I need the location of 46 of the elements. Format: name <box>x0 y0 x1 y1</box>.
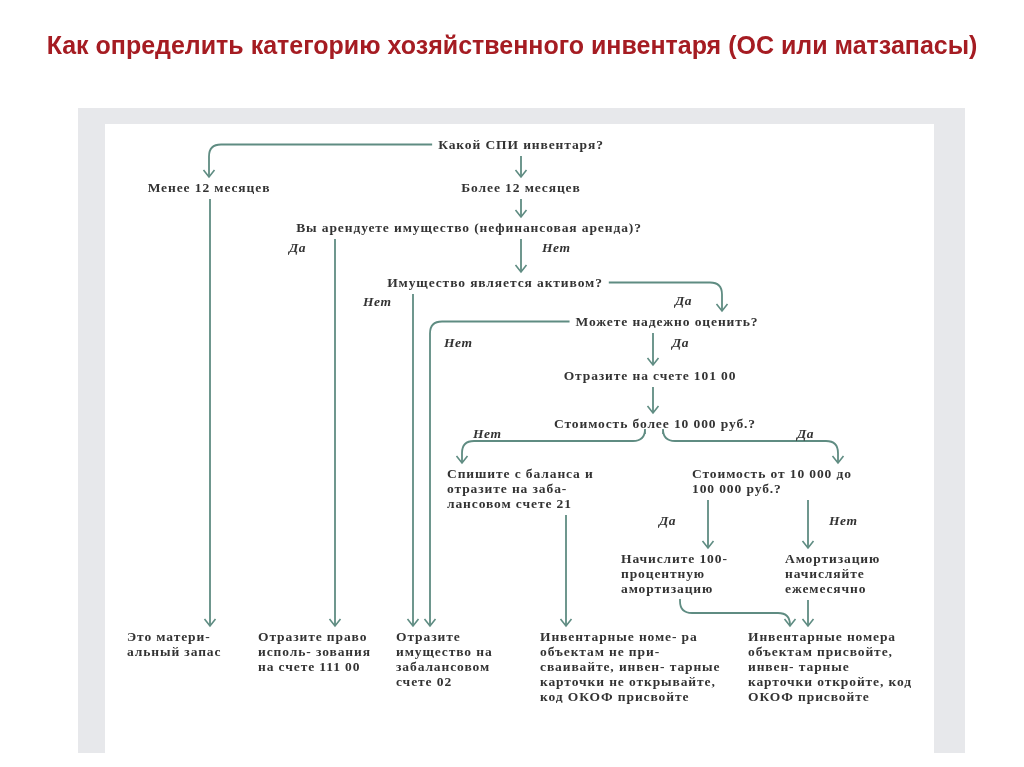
arrow <box>203 198 217 627</box>
arrow <box>328 238 342 627</box>
arrow <box>801 599 815 627</box>
arrow <box>607 281 729 312</box>
arrow <box>679 598 797 627</box>
edge-label: Да <box>659 513 677 529</box>
arrow <box>662 428 845 464</box>
arrow <box>646 332 660 366</box>
arrow <box>202 143 434 178</box>
step-text: Стоимость от 10 000 до 100 000 руб.? <box>692 466 872 496</box>
arrow <box>559 514 573 627</box>
arrow <box>423 320 571 627</box>
diagram-title: Как определить категорию хозяйственного инвентаря (ОС или матзапасы) <box>45 30 979 61</box>
arrow <box>406 293 420 627</box>
step-text: Спишите с баланса и отразите на заба- лансовом счете 21 <box>447 466 621 511</box>
step-text: Менее 12 месяцев <box>147 180 271 195</box>
edge-label: Да <box>672 335 690 351</box>
step-text: Инвентарные номе- ра объектам не при- сваивайте, инвен- тарные карточки не открывайте, код ОКОФ присвойте <box>540 629 726 704</box>
step-text: Какой СПИ инвентаря? <box>438 137 604 152</box>
arrow <box>514 198 528 218</box>
step-text: Имущество является активом? <box>387 275 603 290</box>
step-text: Амортизацию начисляйте ежемесячно <box>785 551 919 596</box>
arrow <box>801 499 815 549</box>
edge-label: Да <box>289 240 307 256</box>
step-text: Отразите на счете 101 00 <box>563 368 737 383</box>
step-text: Вы арендуете имущество (нефинансовая аренда)? <box>296 220 642 235</box>
step-text: Отразите имущество на забалансовом счете 02 <box>396 629 526 689</box>
step-text: Можете надежно оценить? <box>575 314 759 329</box>
arrow <box>455 428 646 464</box>
step-text: Инвентарные номера объектам присвойте, инвен- тарные карточки откройте, код ОКОФ присвойте <box>748 629 914 704</box>
edge-label: Да <box>675 293 693 309</box>
edge-label: Нет <box>363 294 392 310</box>
edge-label: Нет <box>473 426 502 442</box>
step-text: Это матери- альный запас <box>127 629 253 659</box>
edge-label: Нет <box>829 513 858 529</box>
edge-label: Нет <box>542 240 571 256</box>
step-text: Начислите 100-процентную амортизацию <box>621 551 771 596</box>
arrow <box>514 238 528 273</box>
step-text: Стоимость более 10 000 руб.? <box>554 416 756 431</box>
edge-label: Нет <box>444 335 473 351</box>
step-text: Более 12 месяцев <box>461 180 581 195</box>
arrow <box>646 386 660 414</box>
arrow <box>514 155 528 178</box>
step-text: Отразите право исполь- зования на счете 111 00 <box>258 629 386 674</box>
edge-label: Да <box>797 426 815 442</box>
arrow <box>701 499 715 549</box>
